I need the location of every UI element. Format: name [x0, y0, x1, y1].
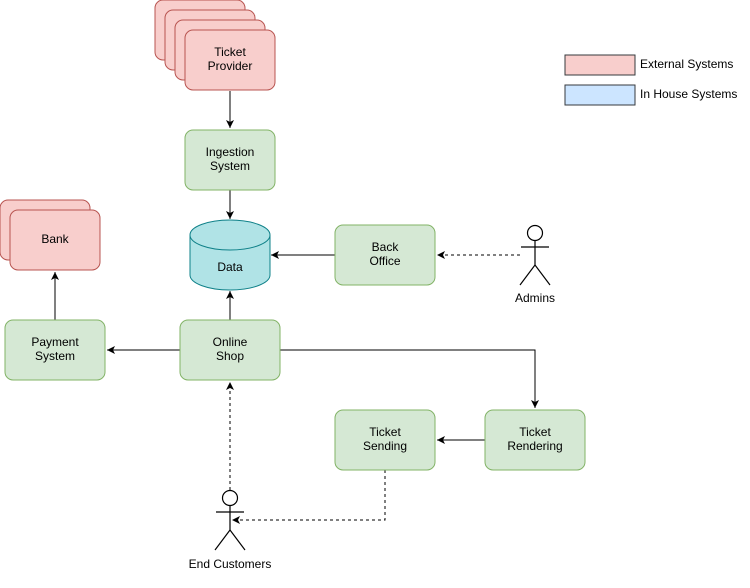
end-customers-actor[interactable]	[214, 489, 246, 551]
ingestion-system-label-1: Ingestion	[206, 145, 255, 159]
ingestion-system-label-2: System	[210, 159, 250, 173]
ticket-sending-label-2: Sending	[363, 439, 407, 453]
online-shop-label-2: Shop	[216, 349, 244, 363]
back-office-node[interactable]: Back Office	[334, 224, 436, 286]
ticket-provider-node[interactable]: Ticket Provider	[154, 0, 276, 91]
ticket-rendering-label-2: Rendering	[507, 439, 562, 453]
edge-sending-to-customers	[232, 470, 386, 524]
legend: External Systems In House Systems	[564, 54, 737, 106]
bank-node[interactable]: Bank	[0, 199, 101, 271]
admins-label: Admins	[515, 291, 555, 305]
end-customers-label: End Customers	[189, 557, 272, 571]
ticket-sending-label-1: Ticket	[369, 425, 401, 439]
online-shop-node[interactable]: Online Shop	[179, 319, 281, 381]
ticket-sending-node[interactable]: Ticket Sending	[334, 409, 436, 471]
online-shop-label-1: Online	[213, 335, 248, 349]
admins-actor[interactable]	[519, 224, 551, 286]
payment-system-node[interactable]: Payment System	[4, 319, 106, 381]
ticket-rendering-label-1: Ticket	[519, 425, 551, 439]
back-office-label-2: Office	[369, 254, 400, 268]
back-office-label-1: Back	[372, 240, 400, 254]
legend-external-label: External Systems	[640, 57, 733, 71]
data-store-label: Data	[217, 260, 243, 274]
legend-inhouse-label: In House Systems	[640, 87, 737, 101]
edge-shop-to-rendering	[280, 349, 539, 408]
ticket-rendering-node[interactable]: Ticket Rendering	[484, 409, 586, 471]
payment-system-label-2: System	[35, 349, 75, 363]
ticket-provider-label-1: Ticket	[214, 45, 246, 59]
legend-external-swatch	[564, 54, 636, 76]
legend-inhouse-swatch	[564, 84, 636, 106]
edges	[51, 91, 539, 524]
data-store-node[interactable]: Data	[189, 219, 271, 291]
end-customers-head	[221, 489, 239, 507]
bank-label: Bank	[41, 232, 69, 246]
admins-head	[526, 224, 544, 242]
payment-system-label-1: Payment	[31, 335, 79, 349]
ticket-provider-label-2: Provider	[208, 59, 253, 73]
ingestion-system-node[interactable]: Ingestion System	[184, 129, 276, 191]
